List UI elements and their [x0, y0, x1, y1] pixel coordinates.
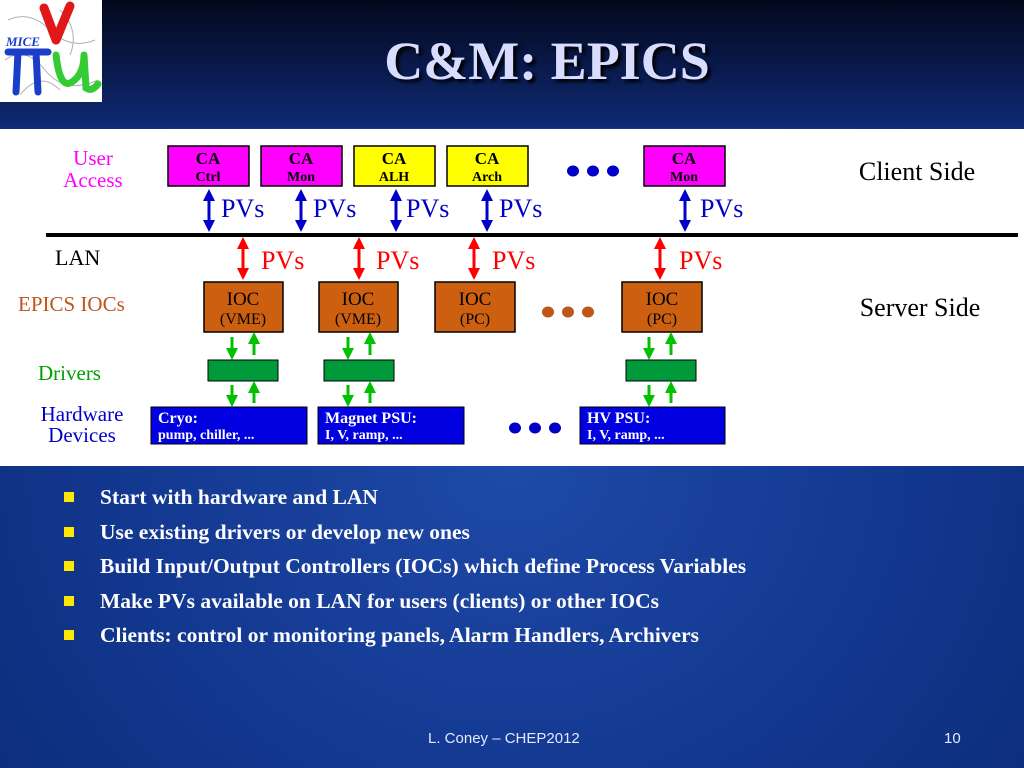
row-label-drivers: Drivers [38, 361, 101, 385]
mice-logo-graphic: MICE [0, 0, 102, 102]
bullet-text: Build Input/Output Controllers (IOCs) wh… [100, 554, 747, 578]
ellipsis-ioc [542, 306, 594, 318]
client-box-line2: Ctrl [196, 170, 221, 185]
device-box-cryo: Cryo: pump, chiller, ... [150, 406, 308, 445]
logo-text: MICE [5, 34, 40, 49]
ioc-box-line1: IOC [459, 289, 492, 310]
client-box-line2: Arch [472, 170, 502, 185]
ioc-box-line2: (VME) [335, 311, 381, 328]
pv-label-server: PVs [679, 246, 722, 275]
client-box-line1: CA [382, 149, 407, 168]
mice-logo: MICE [0, 0, 102, 102]
slide-number: 10 [944, 730, 961, 747]
client-box-ca-arch: CA Arch [446, 145, 529, 187]
device-box-line2: I, V, ramp, ... [587, 428, 665, 443]
ioc-box-vme-1: IOC (VME) [203, 281, 284, 333]
footer-author: L. Coney – CHEP2012 [428, 730, 580, 747]
bullet-text: Start with hardware and LAN [100, 485, 378, 509]
epics-architecture-diagram: User Access LAN EPICS IOCs Drivers Hardw… [0, 129, 1024, 466]
device-box-magnet-psu: Magnet PSU: I, V, ramp, ... [317, 406, 465, 445]
bullet-item: Clients: control or monitoring panels, A… [60, 618, 746, 653]
ioc-box-pc-2: IOC (PC) [621, 281, 703, 333]
ioc-box-line1: IOC [646, 289, 679, 310]
client-side-label: Client Side [859, 157, 975, 186]
bullet-marker [64, 595, 74, 606]
row-label-user-access-1: User [73, 146, 113, 170]
bullet-text: Make PVs available on LAN for users (cli… [100, 588, 659, 613]
ellipsis-client [567, 165, 619, 177]
pv-label-server: PVs [492, 246, 535, 275]
pv-label-client: PVs [313, 194, 356, 223]
pv-label-client: PVs [406, 194, 449, 223]
row-label-hardware-2: Devices [48, 423, 116, 447]
ioc-box-vme-2: IOC (VME) [318, 281, 399, 333]
driver-box [207, 359, 279, 382]
row-label-epics-iocs: EPICS IOCs [18, 292, 125, 316]
device-box-line1: Magnet PSU: [325, 410, 417, 427]
ioc-box-line2: (VME) [220, 311, 266, 328]
pv-label-server: PVs [261, 246, 304, 275]
client-box-ca-ctrl: CA Ctrl [167, 145, 250, 187]
pv-label-client: PVs [700, 194, 743, 223]
row-label-user-access-2: Access [63, 168, 122, 192]
client-box-line2: ALH [379, 170, 409, 185]
pv-label-client: PVs [221, 194, 264, 223]
bullet-item: Build Input/Output Controllers (IOCs) wh… [60, 549, 746, 584]
client-box-line2: Mon [287, 170, 315, 185]
device-box-line1: Cryo: [158, 410, 198, 427]
bullet-marker [64, 561, 74, 571]
ioc-box-pc-1: IOC (PC) [434, 281, 516, 333]
device-box-hv-psu: HV PSU: I, V, ramp, ... [579, 406, 726, 445]
bullet-item: Use existing drivers or develop new ones [60, 515, 746, 550]
diagram-canvas: User Access LAN EPICS IOCs Drivers Hardw… [18, 145, 1018, 447]
driver-box [625, 359, 697, 382]
ioc-box-line2: (PC) [647, 311, 677, 328]
row-label-hardware-1: Hardware [41, 402, 124, 426]
device-box-line1: HV PSU: [587, 410, 650, 427]
device-box-line2: pump, chiller, ... [158, 428, 254, 443]
client-box-ca-alh: CA ALH [353, 145, 436, 187]
ioc-box-line1: IOC [342, 289, 375, 310]
bullet-marker [64, 492, 74, 502]
client-box-line1: CA [196, 149, 221, 168]
bullet-text: Clients: control or monitoring panels, A… [100, 623, 699, 647]
bullet-item: Make PVs available on LAN for users (cli… [60, 584, 746, 619]
client-box-line1: CA [672, 149, 697, 168]
client-box-line2: Mon [670, 170, 698, 185]
bullet-marker [64, 630, 74, 640]
bullet-text: Use existing drivers or develop new ones [100, 519, 470, 544]
device-box-line2: I, V, ramp, ... [325, 428, 403, 443]
row-label-lan: LAN [55, 245, 100, 270]
client-box-line1: CA [289, 149, 314, 168]
bullet-list: Start with hardware and LAN Use existing… [60, 480, 746, 653]
ioc-box-line2: (PC) [460, 311, 490, 328]
ioc-box-line1: IOC [227, 289, 260, 310]
server-side-label: Server Side [860, 293, 981, 322]
client-box-ca-mon-2: CA Mon [643, 145, 726, 187]
client-box-line1: CA [475, 149, 500, 168]
bullet-marker [64, 526, 74, 537]
bullet-item: Start with hardware and LAN [60, 480, 746, 515]
driver-box [323, 359, 395, 382]
pv-label-client: PVs [499, 194, 542, 223]
pv-label-server: PVs [376, 246, 419, 275]
ellipsis-hardware [509, 422, 561, 434]
title-bar [0, 0, 1024, 128]
client-box-ca-mon: CA Mon [260, 145, 343, 187]
page-title: C&M: EPICS [384, 31, 710, 91]
